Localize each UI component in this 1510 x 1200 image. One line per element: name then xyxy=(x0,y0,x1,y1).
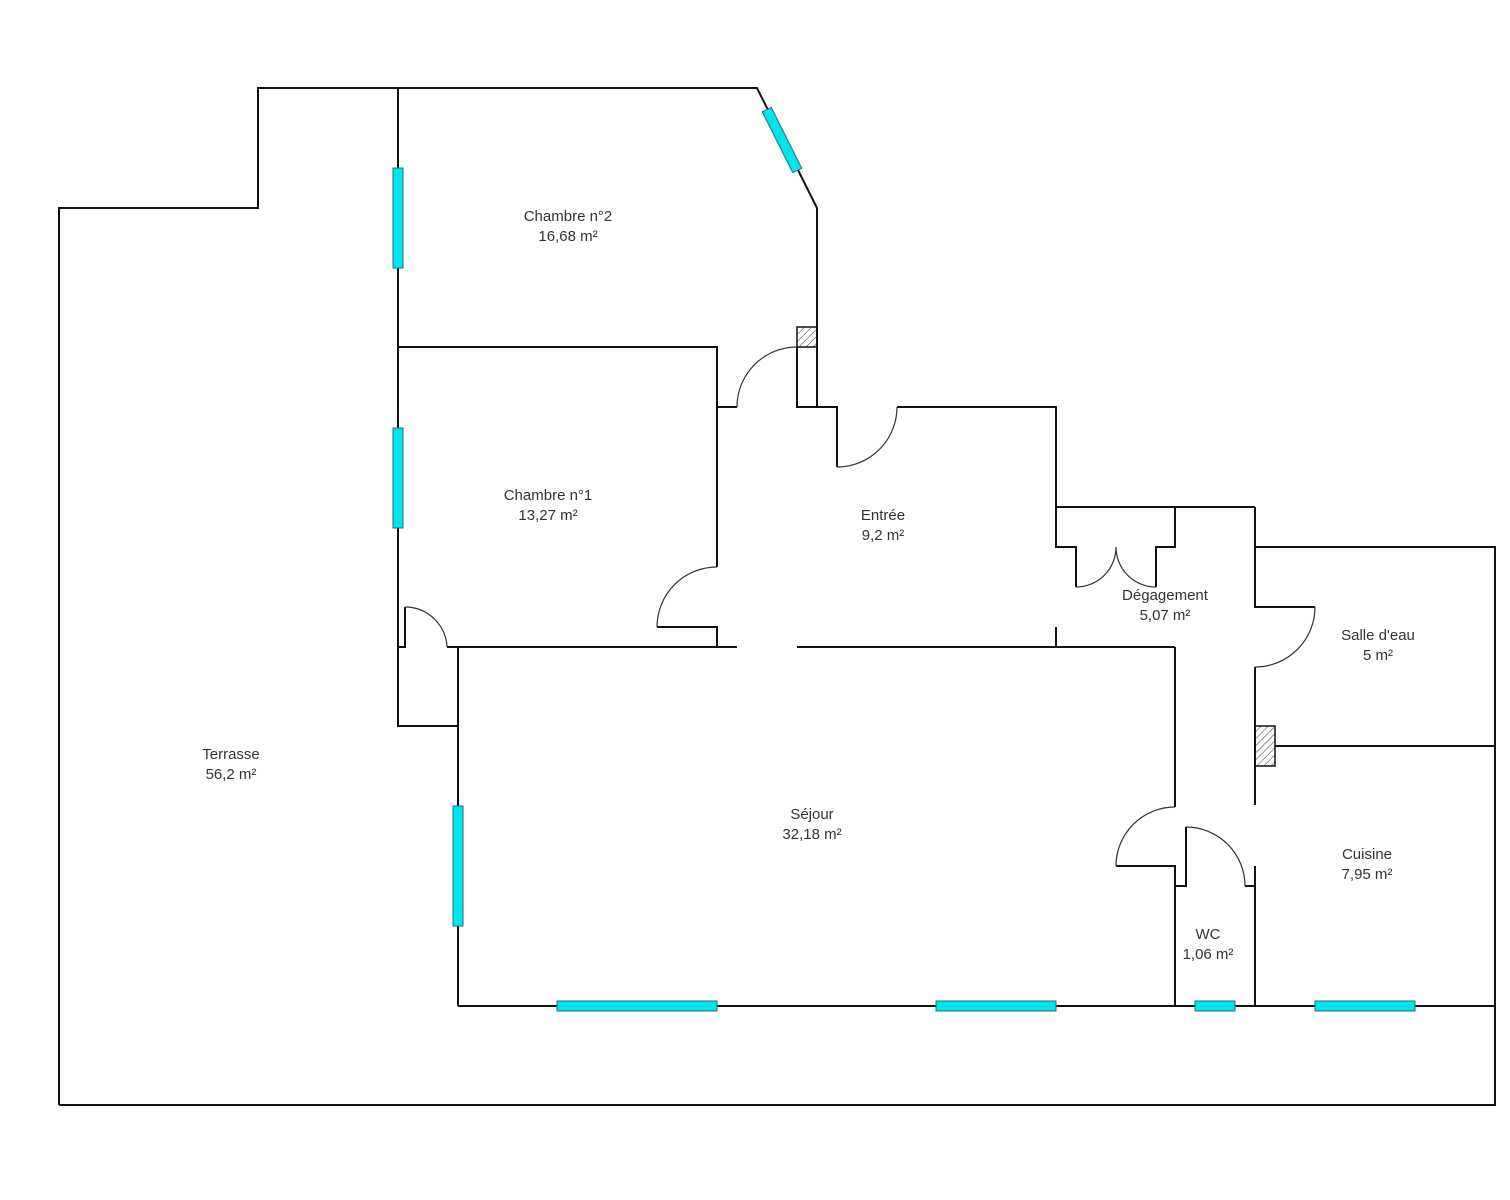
room-label-salle-deau: Salle d'eau 5 m² xyxy=(1341,626,1415,666)
room-area: 56,2 m² xyxy=(205,766,257,783)
window xyxy=(935,1000,1057,1012)
room-area: 32,18 m² xyxy=(782,826,842,843)
window xyxy=(1314,1000,1416,1012)
room-name: Salle d'eau xyxy=(1341,627,1415,644)
room-label-sejour: Séjour 32,18 m² xyxy=(782,805,841,845)
room-name: Dégagement xyxy=(1122,587,1208,604)
window xyxy=(556,1000,718,1012)
room-label-cuisine: Cuisine 7,95 m² xyxy=(1342,845,1393,885)
room-label-terrasse: Terrasse 56,2 m² xyxy=(202,745,260,785)
room-name: Chambre n°1 xyxy=(503,487,593,504)
duct-hatched-1 xyxy=(796,326,818,348)
room-name: Cuisine xyxy=(1341,846,1393,863)
room-name: Entrée xyxy=(860,507,906,524)
ducts xyxy=(796,326,1276,767)
room-label-entree: Entrée 9,2 m² xyxy=(861,506,905,546)
room-name: Séjour xyxy=(790,806,834,823)
windows xyxy=(392,106,1416,1012)
room-label-wc: WC 1,06 m² xyxy=(1183,925,1234,965)
room-area: 1,06 m² xyxy=(1182,946,1234,963)
room-label-chambre-1: Chambre n°1 13,27 m² xyxy=(504,486,593,526)
window xyxy=(392,167,404,269)
duct-hatched-2 xyxy=(1254,725,1276,767)
room-name: Terrasse xyxy=(202,746,260,763)
room-area: 13,27 m² xyxy=(518,507,578,524)
room-area: 5,07 m² xyxy=(1139,607,1191,624)
window xyxy=(392,427,404,529)
room-area: 16,68 m² xyxy=(538,228,598,245)
room-name: WC xyxy=(1195,926,1221,943)
room-label-degagement: Dégagement 5,07 m² xyxy=(1122,586,1208,626)
door-swings xyxy=(404,346,1316,887)
room-area: 5 m² xyxy=(1362,647,1393,664)
room-name: Chambre n°2 xyxy=(523,208,613,225)
walls xyxy=(58,87,1496,1106)
room-label-chambre-2: Chambre n°2 16,68 m² xyxy=(524,207,613,247)
window xyxy=(1194,1000,1236,1012)
window xyxy=(761,106,803,174)
room-area: 7,95 m² xyxy=(1341,866,1393,883)
room-area: 9,2 m² xyxy=(861,527,905,544)
window xyxy=(452,805,464,927)
